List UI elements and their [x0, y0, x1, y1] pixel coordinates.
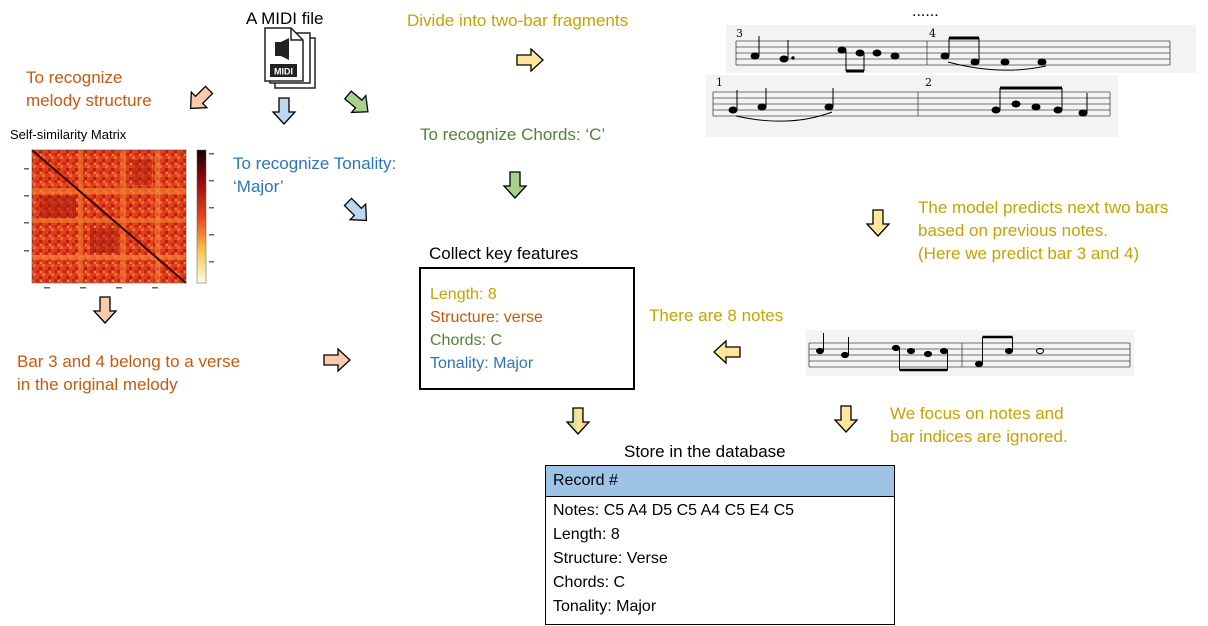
- record-structure: Structure: Verse: [553, 550, 668, 567]
- tonality-label-2: ‘Major’: [233, 177, 284, 196]
- tonality-label-1: To recognize Tonality:: [233, 154, 397, 173]
- arrow-features-to-database: [566, 407, 590, 435]
- record-notes: Notes: C5 A4 D5 C5 A4 C5 E4 C5: [553, 502, 795, 519]
- divide-label: Divide into two-bar fragments: [407, 11, 629, 30]
- arrow-chords-to-features: [503, 171, 527, 199]
- bar-number-4: 4: [929, 27, 936, 40]
- arrow-to-database: [834, 405, 858, 433]
- chords-label: To recognize Chords: ‘C’: [420, 125, 606, 144]
- database-record: Record # Notes: C5 A4 D5 C5 A4 C5 E4 C5 …: [545, 465, 895, 625]
- arrow-to-tonality: [272, 97, 296, 125]
- focus-label-2: bar indices are ignored.: [890, 427, 1068, 446]
- record-length: Length: 8: [553, 526, 620, 543]
- feature-tonality: Tonality: Major: [430, 355, 534, 372]
- ellipsis: ......: [912, 3, 939, 20]
- feature-structure: Structure: verse: [430, 309, 543, 326]
- predict-label-2: based on previous notes.: [918, 221, 1108, 240]
- features-box: Length: 8 Structure: verse Chords: C Ton…: [419, 267, 635, 390]
- arrow-to-melody: [182, 81, 218, 117]
- record-chords: Chords: C: [553, 574, 626, 591]
- arrow-score-to-predict: [866, 209, 890, 237]
- focus-label-1: We focus on notes and: [890, 404, 1064, 423]
- features-title: Collect key features: [429, 244, 579, 263]
- record-tonality: Tonality: Major: [553, 598, 657, 615]
- ssm-title: Self-similarity Matrix: [10, 127, 127, 142]
- bar-number-2: 2: [925, 76, 932, 89]
- melody-label-1: To recognize: [26, 68, 123, 87]
- arrow-tonality-to-features: [339, 193, 375, 229]
- melody-label-2: melody structure: [26, 91, 152, 110]
- arrow-to-chords: [340, 85, 376, 121]
- arrow-to-fragments: [516, 48, 544, 72]
- record-header: Record #: [546, 466, 894, 497]
- midi-icon-label: MIDI: [274, 67, 293, 77]
- verse-label-2: in the original melody: [17, 375, 178, 394]
- midi-title: A MIDI file: [246, 9, 324, 28]
- feature-chords: Chords: C: [430, 332, 503, 349]
- arrow-verse-to-features: [323, 348, 351, 372]
- verse-label-1: Bar 3 and 4 belong to a verse: [17, 352, 241, 371]
- eight-notes-label: There are 8 notes: [649, 306, 784, 325]
- feature-length: Length: 8: [430, 286, 497, 303]
- arrow-notes-to-features: [713, 340, 741, 364]
- bar-number-3: 3: [736, 27, 743, 40]
- predict-label-1: The model predicts next two bars: [918, 198, 1169, 217]
- bar-number-1: 1: [716, 76, 723, 89]
- predict-label-3: (Here we predict bar 3 and 4): [918, 244, 1140, 263]
- arrow-ssm-to-verse: [93, 296, 117, 324]
- database-title: Store in the database: [624, 442, 786, 461]
